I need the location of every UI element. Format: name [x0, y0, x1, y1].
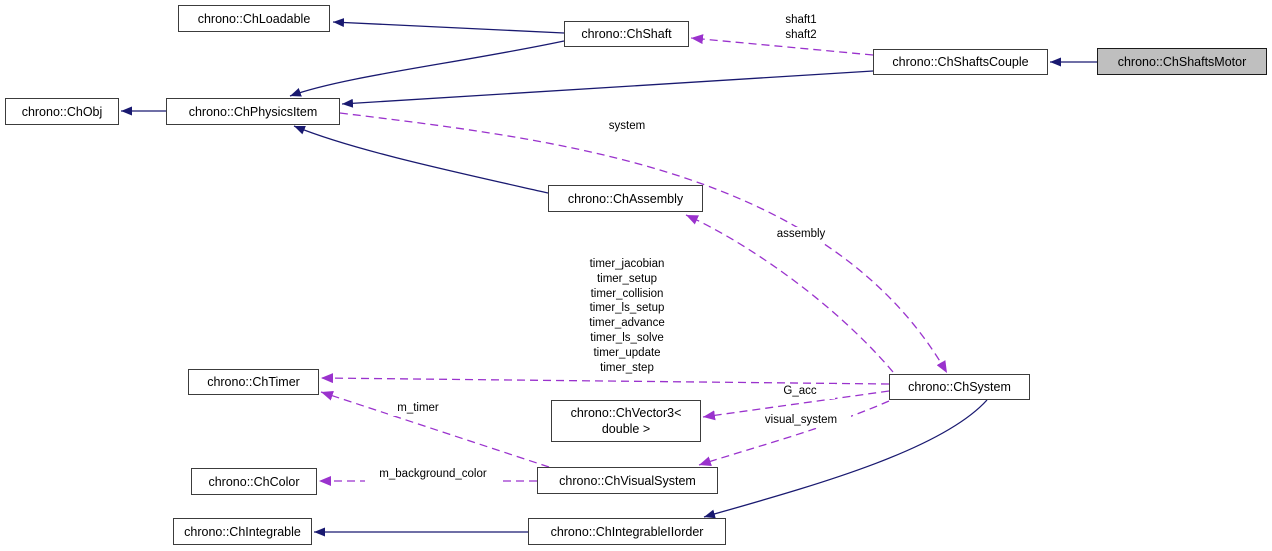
node-chrono-chshaftscouple[interactable]: chrono::ChShaftsCouple	[873, 49, 1048, 75]
edge-label-g-acc: G_acc	[765, 384, 835, 399]
node-chrono-chsystem[interactable]: chrono::ChSystem	[889, 374, 1030, 400]
edge-chshaftscouple-to-chphysicsitem	[341, 70, 874, 108]
edge-chphysicsitem-to-chsystem-system	[339, 112, 948, 374]
node-chrono-chvisualsystem[interactable]: chrono::ChVisualSystem	[537, 467, 718, 494]
edge-label-m-background-color: m_background_color	[365, 467, 501, 482]
node-chrono-chloadable[interactable]: chrono::ChLoadable	[178, 5, 330, 32]
node-chrono-chphysicsitem[interactable]: chrono::ChPhysicsItem	[166, 98, 340, 125]
edge-label-visual-system: visual_system	[751, 413, 851, 428]
edge-label-shaft1-shaft2: shaft1 shaft2	[760, 13, 842, 43]
node-chrono-chshaftsmotor: chrono::ChShaftsMotor	[1097, 48, 1267, 75]
node-chrono-chassembly[interactable]: chrono::ChAssembly	[548, 185, 703, 212]
node-chrono-chshaft[interactable]: chrono::ChShaft	[564, 21, 689, 47]
node-chrono-chtimer[interactable]: chrono::ChTimer	[188, 369, 319, 395]
node-chrono-chintegrableiiorder[interactable]: chrono::ChIntegrableIIorder	[528, 518, 726, 545]
node-chrono-chvector3-double[interactable]: chrono::ChVector3< double >	[551, 400, 701, 442]
edge-chvisualsystem-to-chtimer-mtimer	[320, 391, 550, 468]
edge-chsystem-to-chassembly-assembly	[685, 214, 894, 373]
edge-chsystem-to-chvector3-gacc	[702, 390, 890, 421]
edge-chassembly-to-chphysicsitem	[293, 125, 549, 194]
edge-label-timers: timer_jacobian timer_setup timer_collisi…	[547, 257, 707, 376]
node-chrono-chcolor[interactable]: chrono::ChColor	[191, 468, 317, 495]
edge-label-system: system	[587, 119, 667, 134]
node-chrono-chobj[interactable]: chrono::ChObj	[5, 98, 119, 125]
node-chrono-chintegrable[interactable]: chrono::ChIntegrable	[173, 518, 312, 545]
edge-chsystem-to-chintegrableiiorder	[703, 399, 988, 519]
edge-chshaftscouple-to-chshaft-shafts	[690, 34, 874, 56]
edge-label-assembly: assembly	[761, 227, 841, 242]
edge-chshaft-to-chphysicsitem	[289, 40, 565, 97]
edge-chsystem-to-chtimer-timers	[320, 373, 890, 385]
edge-chshaft-to-chloadable	[332, 18, 565, 34]
edge-chsystem-to-chvisualsystem-visualsystem	[698, 400, 890, 467]
edge-label-m-timer: m_timer	[388, 401, 448, 416]
